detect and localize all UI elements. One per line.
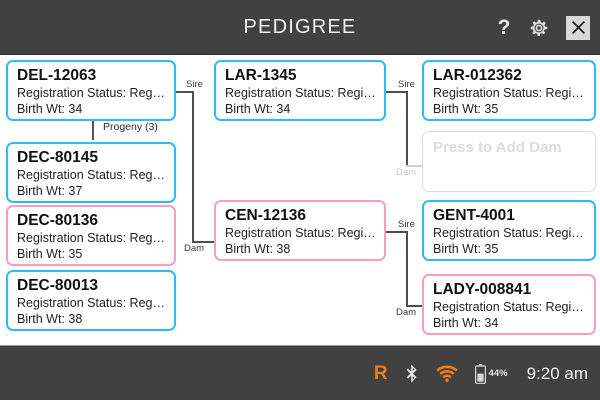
wifi-icon [435,365,458,382]
card-birth-weight: Birth Wt: 35 [433,242,499,256]
connector-lar1345-spine [406,91,408,167]
status-items: R 44% 9:20 am [374,346,588,400]
connector-lar1345-to-sire [386,91,408,93]
card-registration-status: Registration Status: Regist... [433,226,586,240]
connector-lar1345-to-dam [406,165,424,167]
header-actions: ? [496,0,590,55]
card-birth-weight: Birth Wt: 34 [433,316,499,330]
card-registration-status: Registration Status: Regist... [433,86,586,100]
card-birth-weight: Birth Wt: 35 [17,247,83,261]
connector-sire-dam-spine [192,91,194,243]
card-title: LAR-012362 [433,67,522,84]
status-bar: R 44% 9:20 am [0,345,600,400]
close-button[interactable] [566,15,590,40]
gear-icon [530,19,548,36]
connector-label-dam-bottom: Dam [396,307,417,318]
card-registration-status: Registration Status: Regist... [17,296,166,310]
question-mark-icon: ? [497,16,511,39]
add-dam-label: Press to Add Dam [433,139,562,156]
card-title: DEL-12063 [17,67,97,84]
card-title: LADY-008841 [433,281,532,298]
pedigree-card-progeny-3[interactable]: DEC-80013 Registration Status: Regist...… [6,270,176,331]
pedigree-card-maternal-grandsire[interactable]: GENT-4001 Registration Status: Regist...… [422,200,596,261]
battery-percent: 44% [488,367,508,379]
connector-label-sire-top: Sire [398,79,415,90]
connector-cen12136-to-sire [386,231,408,233]
battery-indicator: 44% [474,363,508,384]
card-birth-weight: Birth Wt: 34 [225,102,291,116]
connector-cen12136-spine [406,231,408,307]
card-title: LAR-1345 [225,67,297,84]
connector-progeny [92,116,94,140]
card-registration-status: Registration Status: Regist... [17,231,166,245]
pedigree-card-dam[interactable]: CEN-12136 Registration Status: Regist...… [214,200,386,261]
connector-subject-to-dam [192,241,214,243]
status-time: 9:20 am [526,364,588,383]
card-registration-status: Registration Status: Regist... [225,226,376,240]
card-title: DEC-80013 [17,277,98,294]
card-registration-status: Registration Status: Regist... [17,168,166,182]
settings-button[interactable] [528,17,550,39]
card-birth-weight: Birth Wt: 37 [17,184,83,198]
battery-icon [474,363,486,384]
connector-subject-to-sire [174,91,194,93]
card-registration-status: Registration Status: Regist... [17,86,166,100]
card-registration-status: Registration Status: Regist... [433,300,586,314]
pedigree-canvas: Sire Dam Progeny (3) Sire Dam Sire Dam D… [0,55,600,345]
card-birth-weight: Birth Wt: 35 [433,102,499,116]
connector-label-dam-main: Dam [184,243,205,254]
connector-cen12136-to-dam [406,305,424,307]
app-header: PEDIGREE ? [0,0,600,55]
card-title: GENT-4001 [433,207,515,224]
connector-label-sire-main: Sire [186,79,203,90]
add-dam-slot[interactable]: Press to Add Dam [422,131,596,192]
connector-label-sire-bottom: Sire [398,219,415,230]
card-title: CEN-12136 [225,207,306,224]
help-button[interactable]: ? [496,17,512,38]
pedigree-card-maternal-granddam[interactable]: LADY-008841 Registration Status: Regist.… [422,274,596,335]
roaming-icon: R [373,363,388,384]
card-birth-weight: Birth Wt: 38 [17,312,83,326]
card-title: DEC-80136 [17,212,98,229]
pedigree-card-sire[interactable]: LAR-1345 Registration Status: Regist... … [214,60,386,121]
card-birth-weight: Birth Wt: 38 [225,242,291,256]
pedigree-card-progeny-1[interactable]: DEC-80145 Registration Status: Regist...… [6,142,176,203]
card-title: DEC-80145 [17,149,98,166]
pedigree-card-progeny-2[interactable]: DEC-80136 Registration Status: Regist...… [6,205,176,266]
connector-label-dam-top: Dam [396,167,417,178]
bluetooth-icon [406,364,417,383]
card-birth-weight: Birth Wt: 34 [17,102,83,116]
pedigree-card-subject[interactable]: DEL-12063 Registration Status: Regist...… [6,60,176,121]
card-registration-status: Registration Status: Regist... [225,86,376,100]
close-icon [571,21,585,34]
pedigree-card-paternal-grandsire[interactable]: LAR-012362 Registration Status: Regist..… [422,60,596,121]
page-title: PEDIGREE [243,16,357,38]
connector-label-progeny[interactable]: Progeny (3) [103,121,158,133]
